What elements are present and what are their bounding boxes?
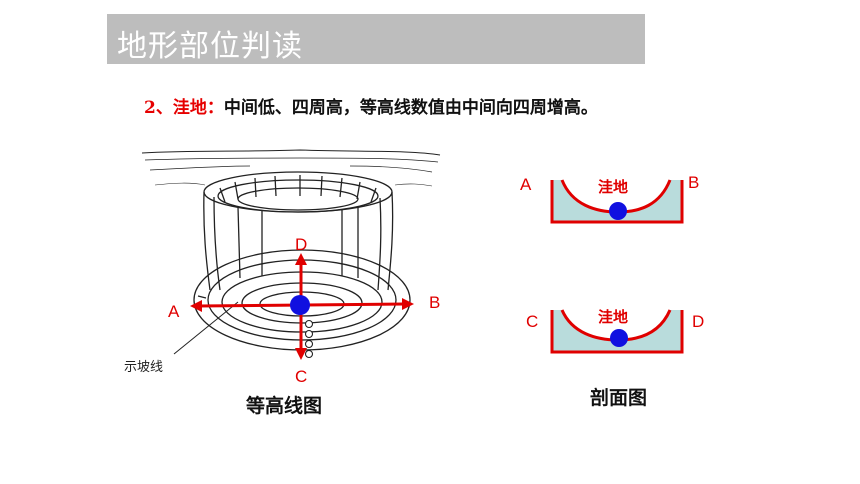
intro-term: 洼地： bbox=[172, 98, 224, 118]
profile-ab-point bbox=[609, 202, 627, 220]
label-d: D bbox=[295, 235, 307, 254]
label-a: A bbox=[168, 302, 180, 321]
slope-note-label: 示坡线 bbox=[124, 360, 163, 375]
profile-ab-label-right: B bbox=[688, 173, 699, 192]
arrow-b-icon bbox=[402, 298, 414, 310]
section-caption: 剖面图 bbox=[590, 386, 647, 409]
arrow-c-icon bbox=[295, 348, 307, 360]
profile-cd-label-left: C bbox=[526, 312, 538, 331]
title-bar: 地形部位判读 bbox=[107, 14, 645, 64]
profile-cd-point bbox=[610, 329, 628, 347]
profile-cd-label-right: D bbox=[692, 312, 704, 331]
page-title: 地形部位判读 bbox=[117, 29, 303, 64]
profile-ab-label-left: A bbox=[520, 175, 532, 194]
depression-center-point bbox=[290, 295, 310, 315]
slope-note-leader bbox=[173, 301, 239, 355]
contour-caption: 等高线图 bbox=[245, 394, 322, 417]
profile-ab-name: 洼地 bbox=[598, 178, 628, 196]
depression-sketch bbox=[141, 149, 441, 351]
intro-text: 2、洼地：中间低、四周高，等高线数值由中间向四周增高。 bbox=[144, 93, 598, 118]
arrow-a-icon bbox=[190, 300, 202, 312]
label-c: C bbox=[295, 367, 307, 386]
slope-marks bbox=[304, 319, 314, 359]
intro-number: 2、 bbox=[144, 98, 173, 118]
profile-cd-name: 洼地 bbox=[598, 308, 628, 326]
label-b: B bbox=[429, 293, 440, 312]
intro-description: 中间低、四周高，等高线数值由中间向四周增高。 bbox=[223, 98, 598, 118]
profile-ab bbox=[550, 179, 684, 224]
profile-cd bbox=[550, 309, 684, 354]
arrow-d-icon bbox=[295, 253, 307, 265]
